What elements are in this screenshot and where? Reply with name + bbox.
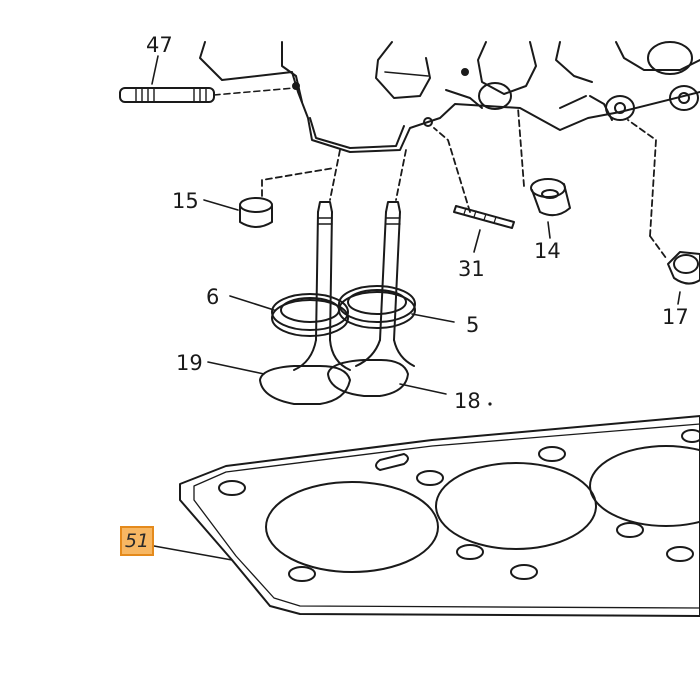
callout-19: 19 [176,351,203,375]
nut-17 [627,119,700,305]
stud-47 [119,55,295,103]
callout-51-label: 51 [124,530,150,552]
callout-51-highlight[interactable]: 51 [120,526,154,556]
valve-ring-left [271,293,349,337]
cylinder-head [199,41,700,153]
callout-6: 6 [206,285,219,309]
guide-14 [517,107,571,239]
guide-cap-15 [203,167,335,228]
head-gasket-51 [153,415,700,617]
callout-15: 15 [172,189,199,213]
callout-5: 5 [466,313,479,337]
callout-47: 47 [146,33,173,57]
callout-17: 17 [662,305,689,329]
valve-ring-right [338,285,416,329]
callout-31: 31 [458,257,485,281]
callout-14: 14 [534,239,561,263]
valve-left [259,201,351,405]
valve-right [327,201,415,397]
dowel-31 [433,127,515,253]
callout-18: 18 [454,389,481,413]
